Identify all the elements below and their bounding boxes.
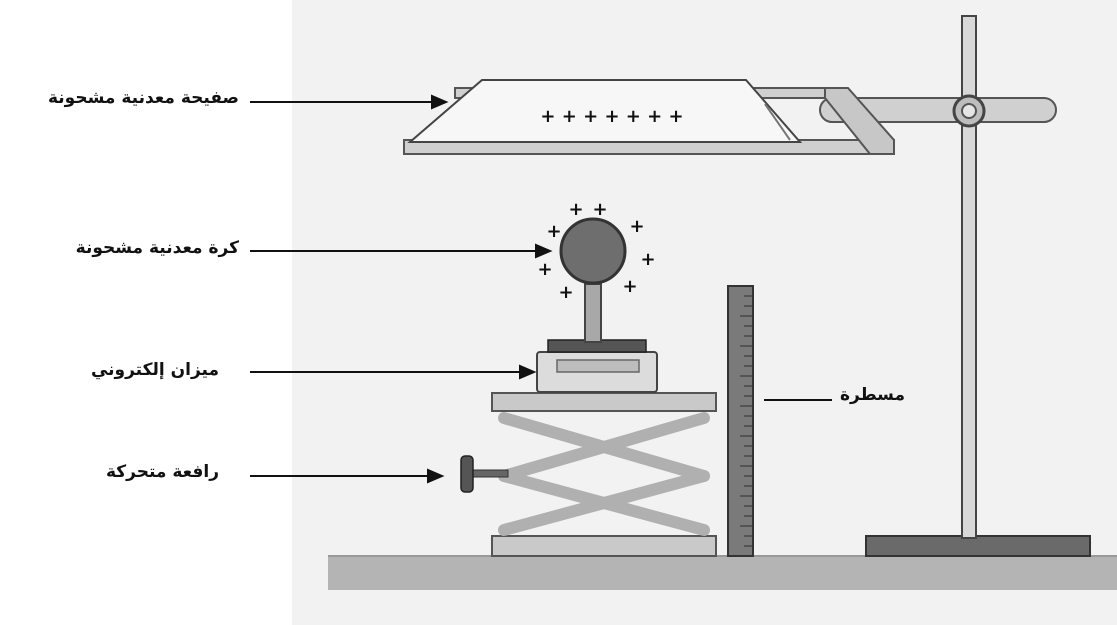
charged-sphere: [559, 217, 627, 285]
sphere-charge: +: [622, 276, 637, 297]
label-ruler: مسطرة: [840, 385, 905, 405]
scale-display-slot: [556, 359, 640, 373]
plate-bracket: [824, 87, 895, 155]
sphere-charge: +: [568, 199, 583, 220]
lift-crank-knob: [460, 455, 474, 493]
ground: [328, 556, 1117, 590]
ruler: [727, 285, 754, 557]
sphere-charge: +: [537, 259, 552, 280]
stand-arm: [819, 97, 1057, 123]
sphere-charge: +: [629, 216, 644, 237]
plate-charges: + + + + + + +: [540, 106, 683, 127]
sphere-arrowhead: [535, 243, 553, 259]
lift-top-platform: [491, 392, 717, 412]
plate-shading: [764, 103, 791, 141]
sphere-stem: [584, 283, 602, 343]
label-charged-sphere: كرة معدنية مشحونة: [75, 238, 239, 258]
pointer-lines: [250, 94, 832, 484]
label-electronic-scale: ميزان إلكتروني: [90, 360, 219, 380]
stand-base: [865, 535, 1091, 557]
lift-scissor-arms: [498, 412, 710, 536]
ruler-ticks: [740, 295, 752, 547]
lever-arrowhead: [427, 468, 445, 484]
charged-plate: [407, 79, 803, 143]
stand-rod: [961, 15, 977, 539]
label-movable-lever: رافعة متحركة: [105, 462, 219, 482]
lift-crank-shaft: [467, 469, 509, 478]
sphere-charge: +: [592, 199, 607, 220]
sphere-charge: +: [546, 221, 561, 242]
sphere-charges: + + + + + + + +: [537, 199, 655, 303]
scale-arrowhead: [519, 364, 537, 380]
sphere-charge: +: [558, 282, 573, 303]
label-charged-plate: صفيحة معدنية مشحونة: [47, 88, 239, 108]
sphere-charge: +: [640, 249, 655, 270]
lift-bottom-platform: [491, 535, 717, 557]
clamp-boss-inner: [961, 103, 977, 119]
plate-arrowhead: [431, 94, 449, 110]
